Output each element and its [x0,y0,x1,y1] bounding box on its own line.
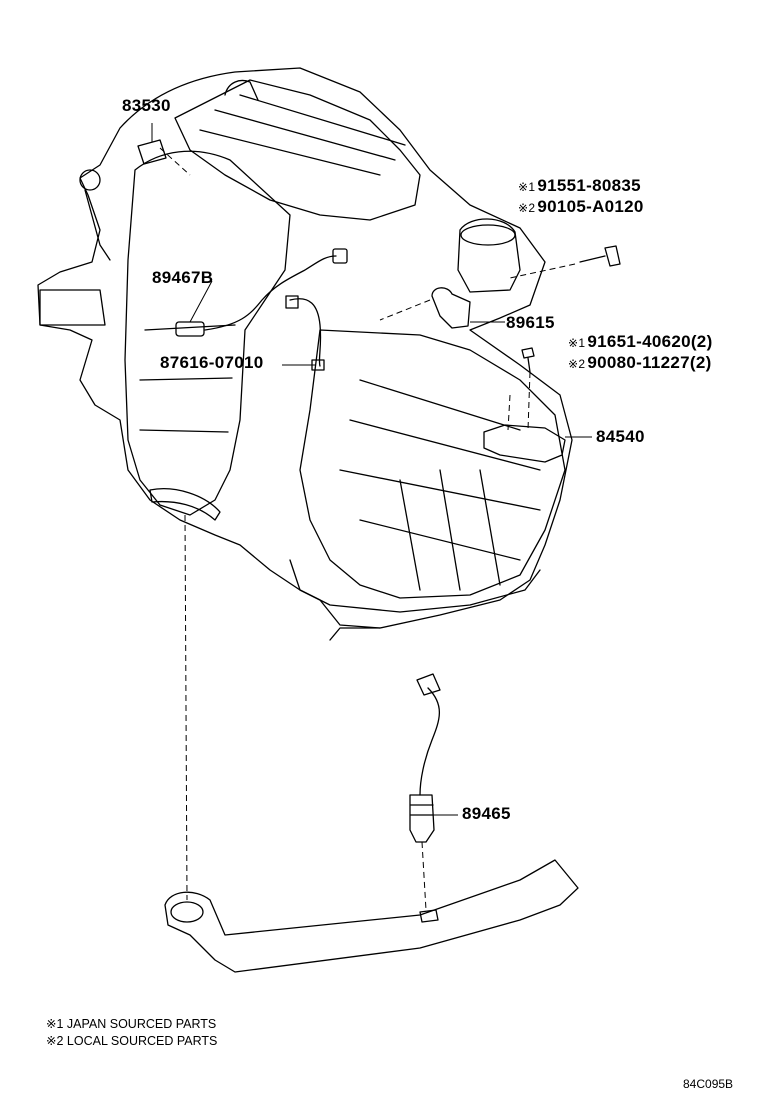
valve-cover [174,79,421,221]
part-label-87616-07010[interactable]: 87616-07010 [160,353,264,372]
oxygen-sensor-connector [416,673,441,696]
part-label-89465[interactable]: 89465 [462,804,511,823]
oil-pressure-switch [137,139,167,165]
leader-lines [151,123,592,816]
local-mark: ※2 [518,201,536,215]
knock-sensor [431,287,471,329]
part-number: 90105-A0120 [537,197,644,216]
note-japan-sourced: ※1 JAPAN SOURCED PARTS [46,1017,217,1031]
oxygen-sensor-wire [419,687,441,796]
assembly-lines [159,147,576,911]
engine-mount [39,289,106,326]
local-mark: ※2 [568,357,586,371]
japan-mark: ※1 [568,336,586,350]
oil-pan [289,559,541,613]
part-label-89615[interactable]: 89615 [506,313,555,332]
figure-code: 84C095B [683,1077,734,1091]
part-number: 91551-80835 [537,176,641,195]
part-label-84540[interactable]: 84540 [596,427,645,446]
oxygen-sensor-body [409,794,435,843]
part-number: 90080-11227(2) [587,353,712,372]
sensor-wire [204,255,337,331]
note-local-sourced: ※2 LOCAL SOURCED PARTS [46,1034,218,1048]
throttle-body [457,218,521,293]
exhaust-manifold [124,150,291,516]
exhaust-pipe [164,859,579,973]
part-label-89467b[interactable]: 89467B [152,268,214,287]
part-number: 91651-40620(2) [587,332,713,351]
japan-mark: ※1 [518,180,536,194]
transmission-case [299,329,566,599]
engine-block-outline [37,67,573,629]
neutral-switch [483,424,566,463]
part-label-83530[interactable]: 83530 [122,96,171,115]
